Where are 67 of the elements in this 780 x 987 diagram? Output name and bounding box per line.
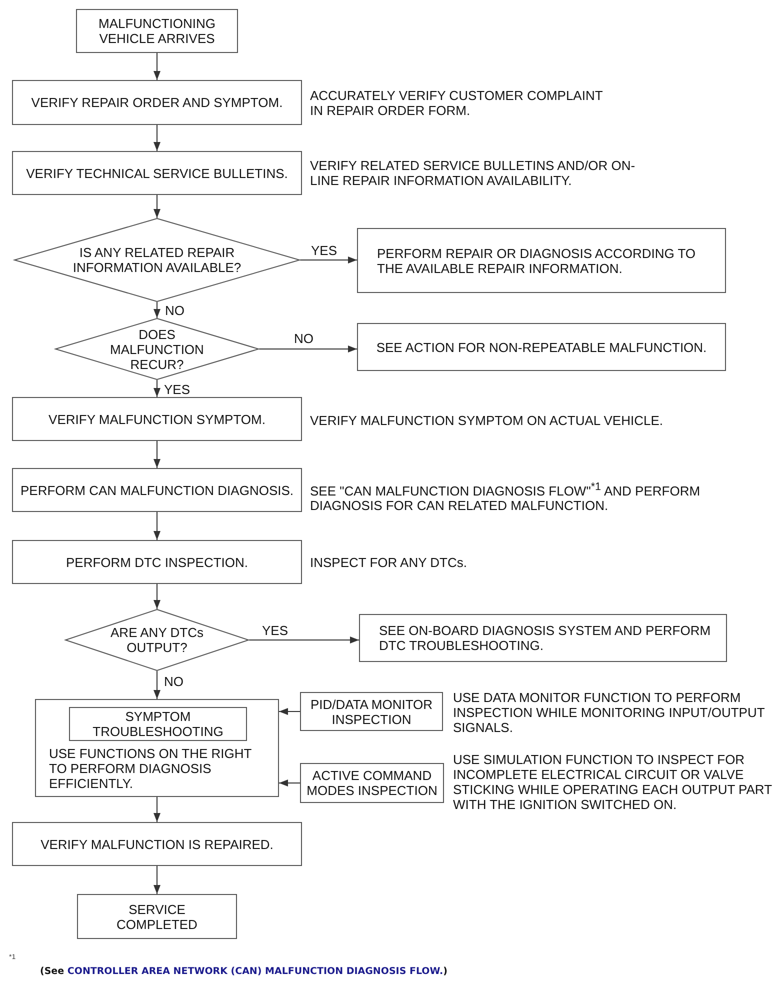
step-text: PID/DATA MONITOR INSPECTION bbox=[309, 696, 434, 726]
process-box bbox=[12, 151, 302, 195]
function-box bbox=[300, 692, 443, 731]
arrow bbox=[154, 380, 160, 398]
step-text: VERIFY MALFUNCTION IS REPAIRED. bbox=[40, 836, 274, 852]
step-text: PERFORM DTC INSPECTION. bbox=[66, 554, 248, 570]
arrow bbox=[154, 194, 160, 218]
step-text: VERIFY MALFUNCTION SYMPTOM. bbox=[48, 412, 266, 426]
question-text: DOES MALFUNCTION RECUR? bbox=[109, 326, 205, 372]
function-box bbox=[300, 763, 444, 803]
edge-label: NO bbox=[293, 331, 314, 346]
process-box bbox=[12, 822, 302, 866]
edge-label: NO bbox=[164, 303, 186, 318]
note-text: SEE "CAN MALFUNCTION DIAGNOSIS FLOW"$^{*1}$ AND PERFORM DIAGNOSIS FOR CAN RELATED MALFUNCTION. bbox=[310, 480, 702, 514]
note-text: USE SIMULATION FUNCTION TO INSPECT FOR INCOMPLETE ELECTRICAL CIRCUIT OR VALVE STICKING WHILE OPERATING EACH OUTPUT PART WITH THE IGNITION SWITCHED ON. bbox=[453, 752, 773, 812]
edge-label: NO bbox=[163, 674, 184, 689]
step-text: SERVICE COMPLETED bbox=[116, 902, 198, 932]
edge-label: YES bbox=[261, 623, 290, 638]
arrow bbox=[154, 440, 160, 468]
step-text: MALFUNCTIONING VEHICLE ARRIVES bbox=[98, 16, 216, 46]
question-text: IS ANY RELATED REPAIR INFORMATION AVAILABLE? bbox=[72, 245, 242, 275]
decision-diamond bbox=[55, 318, 259, 380]
process-box bbox=[12, 540, 302, 584]
arrow bbox=[154, 584, 160, 610]
link: CONTROLLER AREA NETWORK (CAN) MALFUNCTION DIAGNOSIS FLOW. bbox=[67, 966, 444, 977]
action-box bbox=[357, 323, 726, 371]
step-text: USE FUNCTIONS ON THE RIGHT TO PERFORM DIAGNOSIS EFFICIENTLY. bbox=[49, 746, 252, 791]
arrow bbox=[154, 796, 160, 822]
action-box bbox=[359, 614, 727, 662]
arrow bbox=[154, 302, 160, 318]
arrow bbox=[258, 346, 358, 352]
arrow bbox=[278, 708, 300, 715]
step-text: VERIFY REPAIR ORDER AND SYMPTOM. bbox=[31, 95, 283, 110]
step-text: PERFORM REPAIR OR DIAGNOSIS ACCORDING TO THE AVAILABLE REPAIR INFORMATION. bbox=[377, 246, 697, 276]
terminal-box bbox=[77, 894, 237, 939]
edge-label: YES bbox=[163, 382, 192, 397]
action-box bbox=[357, 228, 726, 293]
step-text: SEE ON-BOARD DIAGNOSIS SYSTEM AND PERFORM DTC TROUBLESHOOTING. bbox=[379, 623, 712, 653]
note-text: INSPECT FOR ANY DTCs. bbox=[310, 555, 468, 570]
process-box bbox=[12, 397, 302, 441]
process-box bbox=[12, 468, 302, 512]
question-text: ARE ANY DTCs OUTPUT? bbox=[110, 625, 204, 655]
note-text: USE DATA MONITOR FUNCTION TO PERFORM INSPECTION WHILE MONITORING INPUT/OUTPUT SIGNALS. bbox=[453, 690, 766, 735]
process-box bbox=[35, 699, 279, 797]
arrow bbox=[154, 866, 160, 894]
arrow bbox=[154, 52, 160, 80]
step-text: ACTIVE COMMAND MODES INSPECTION bbox=[306, 768, 438, 798]
note-text: VERIFY MALFUNCTION SYMPTOM ON ACTUAL VEHICLE. bbox=[310, 413, 664, 428]
arrow bbox=[248, 636, 360, 644]
arrow bbox=[154, 670, 160, 700]
arrow bbox=[300, 256, 358, 264]
step-text: SEE ACTION FOR NON-REPEATABLE MALFUNCTION. bbox=[376, 340, 707, 354]
arrow bbox=[154, 512, 160, 540]
edge-label: YES bbox=[310, 243, 338, 258]
step-text: VERIFY TECHNICAL SERVICE BULLETINS. bbox=[26, 166, 288, 180]
terminal-box bbox=[76, 9, 238, 53]
footnote-text: (See CONTROLLER AREA NETWORK (CAN) MALFUNCTION DIAGNOSIS FLOW.) bbox=[40, 965, 448, 978]
sub-process-box bbox=[69, 707, 247, 741]
arrow bbox=[154, 124, 160, 152]
arrow bbox=[278, 780, 300, 786]
decision-diamond bbox=[14, 218, 300, 302]
step-text: SYMPTOM TROUBLESHOOTING bbox=[92, 709, 224, 739]
decision-diamond bbox=[65, 609, 249, 671]
note-text: VERIFY RELATED SERVICE BULLETINS AND/OR ON-LINE REPAIR INFORMATION AVAILABILITY. bbox=[310, 158, 636, 188]
note-text: ACCURATELY VERIFY CUSTOMER COMPLAINT IN REPAIR ORDER FORM. bbox=[310, 88, 604, 118]
process-box bbox=[12, 80, 302, 125]
step-text: PERFORM CAN MALFUNCTION DIAGNOSIS. bbox=[20, 482, 294, 498]
